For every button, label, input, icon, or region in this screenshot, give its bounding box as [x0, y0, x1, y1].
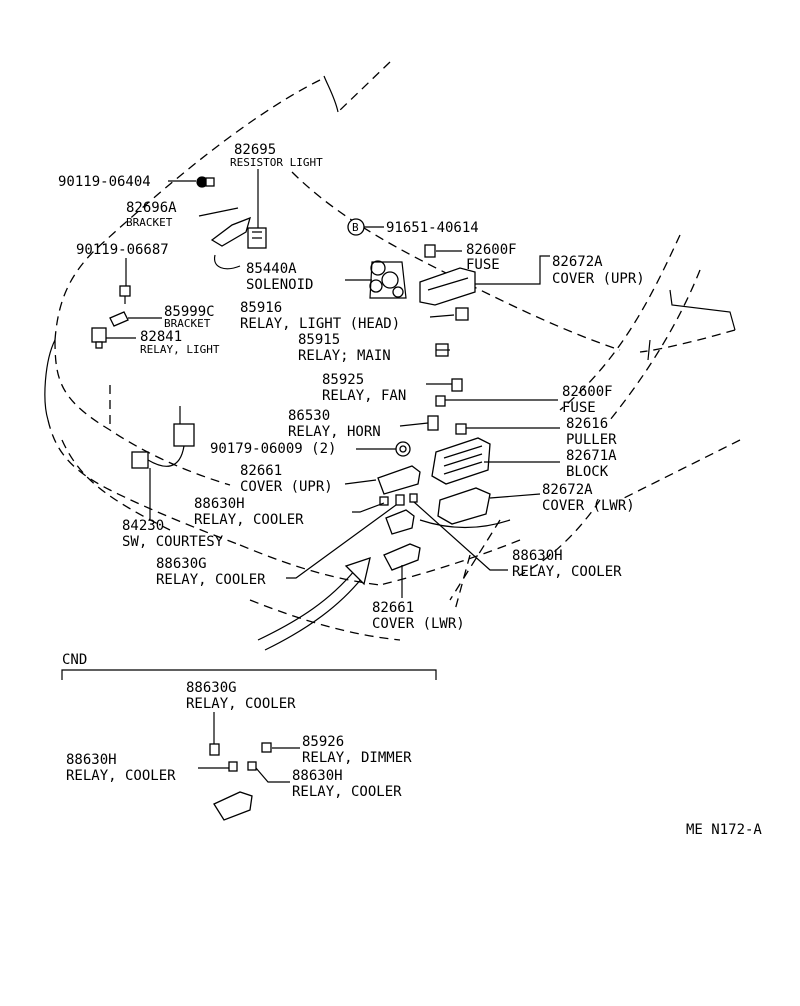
- label-82671a: 82671A: [566, 448, 617, 464]
- cnd-relays: [209, 742, 272, 821]
- label-88630h-c: 88630H: [66, 752, 117, 768]
- label-90179: 90179-06009 (2): [210, 441, 336, 457]
- label-91651-40614: 91651-40614: [386, 220, 479, 236]
- label-88630h-d: 88630H: [292, 768, 343, 784]
- label-85915: 85915: [298, 332, 340, 348]
- label-bracket-1: BRACKET: [126, 216, 173, 229]
- svg-text:B: B: [352, 221, 359, 234]
- solenoid-part: [369, 260, 407, 299]
- block-82671a-part: [431, 437, 491, 485]
- resistor-light-part: [247, 227, 267, 249]
- relay-light-82841-part: [91, 327, 107, 349]
- relay-horn-86530-part: [427, 415, 439, 431]
- label-82616: 82616: [566, 416, 608, 432]
- label-cover-lwr-b: COVER (LWR): [372, 616, 465, 632]
- label-82841: 82841: [140, 329, 182, 345]
- puller-82616-part: [455, 423, 467, 435]
- bracket-82696a-part: [210, 216, 251, 270]
- label-sw-courtesy: SW, COURTESY: [122, 534, 224, 550]
- label-86530: 86530: [288, 408, 330, 424]
- direction-arrow: [257, 557, 371, 651]
- label-85440a: 85440A: [246, 261, 297, 277]
- label-block: BLOCK: [566, 464, 609, 480]
- label-bracket-2: BRACKET: [164, 317, 211, 330]
- parts: B: [91, 176, 491, 821]
- label-solenoid: SOLENOID: [246, 277, 313, 293]
- label-relay-cooler-c: RELAY, COOLER: [156, 572, 266, 588]
- cover-lower-82661-part: [383, 543, 421, 571]
- screw-90119-06687: [119, 285, 131, 304]
- label-82695: 82695: [234, 142, 276, 158]
- label-82696a: 82696A: [126, 200, 177, 216]
- label-85926: 85926: [302, 734, 344, 750]
- cover-upper-82661-part: [377, 465, 421, 495]
- cover-lower-82672a-part: [437, 487, 491, 525]
- bracket-85999c-part: [109, 311, 129, 327]
- leader-lines: [61, 169, 560, 783]
- label-relay-cooler-d: RELAY, COOLER: [186, 696, 296, 712]
- label-90119-06404: 90119-06404: [58, 174, 151, 190]
- label-85999c: 85999C: [164, 304, 215, 320]
- label-82600f-a: 82600F: [466, 242, 517, 258]
- label-relay-cooler-a: RELAY, COOLER: [194, 512, 304, 528]
- label-88630h-b: 88630H: [512, 548, 563, 564]
- relay-head-85916-part: [455, 307, 469, 321]
- label-relay-dimmer: RELAY, DIMMER: [302, 750, 412, 766]
- label-relay-fan: RELAY, FAN: [322, 388, 406, 404]
- label-82600f-b: 82600F: [562, 384, 613, 400]
- label-relay-light-head: RELAY, LIGHT (HEAD): [240, 316, 400, 332]
- label-fuse-a: FUSE: [466, 257, 500, 273]
- clip-90179-part: [395, 441, 411, 457]
- label-82672a-b: 82672A: [542, 482, 593, 498]
- label-82661-b: 82661: [372, 600, 414, 616]
- label-88630h-a: 88630H: [194, 496, 245, 512]
- label-resistor-light: RESISTOR LIGHT: [230, 156, 323, 169]
- part-labels: 82695 RESISTOR LIGHT 90119-06404 82696A …: [58, 142, 762, 838]
- label-relay-light: RELAY, LIGHT: [140, 343, 220, 356]
- label-cover-lwr-a: COVER (LWR): [542, 498, 635, 514]
- label-cover-upr-b: COVER (UPR): [240, 479, 333, 495]
- label-relay-cooler-f: RELAY, COOLER: [292, 784, 402, 800]
- fuse-82600f-lower: [435, 395, 446, 407]
- relay-fan-85925-part: [451, 378, 463, 392]
- label-relay-horn: RELAY, HORN: [288, 424, 381, 440]
- label-puller: PULLER: [566, 432, 617, 448]
- label-84230: 84230: [122, 518, 164, 534]
- label-88630g-b: 88630G: [186, 680, 237, 696]
- label-relay-cooler-b: RELAY, COOLER: [512, 564, 622, 580]
- label-fuse-b: FUSE: [562, 400, 596, 416]
- cover-upper-82672a: [419, 267, 476, 306]
- screw-90119-06404: [196, 176, 215, 188]
- cooler-relays-group: [379, 493, 418, 535]
- label-cnd: CND: [62, 652, 87, 668]
- label-relay-cooler-e: RELAY, COOLER: [66, 768, 176, 784]
- label-88630g-a: 88630G: [156, 556, 207, 572]
- label-85916: 85916: [240, 300, 282, 316]
- courtesy-switch-part: [131, 406, 195, 469]
- label-relay-main: RELAY; MAIN: [298, 348, 391, 364]
- label-82672a-a: 82672A: [552, 254, 603, 270]
- fuse-82600f-upper: [424, 244, 436, 258]
- label-90119-06687: 90119-06687: [76, 242, 169, 258]
- reference-code: ME N172-A: [686, 822, 762, 838]
- label-85925: 85925: [322, 372, 364, 388]
- label-cover-upr-a: COVER (UPR): [552, 271, 645, 287]
- label-82661-a: 82661: [240, 463, 282, 479]
- b-marker: B: [347, 218, 365, 236]
